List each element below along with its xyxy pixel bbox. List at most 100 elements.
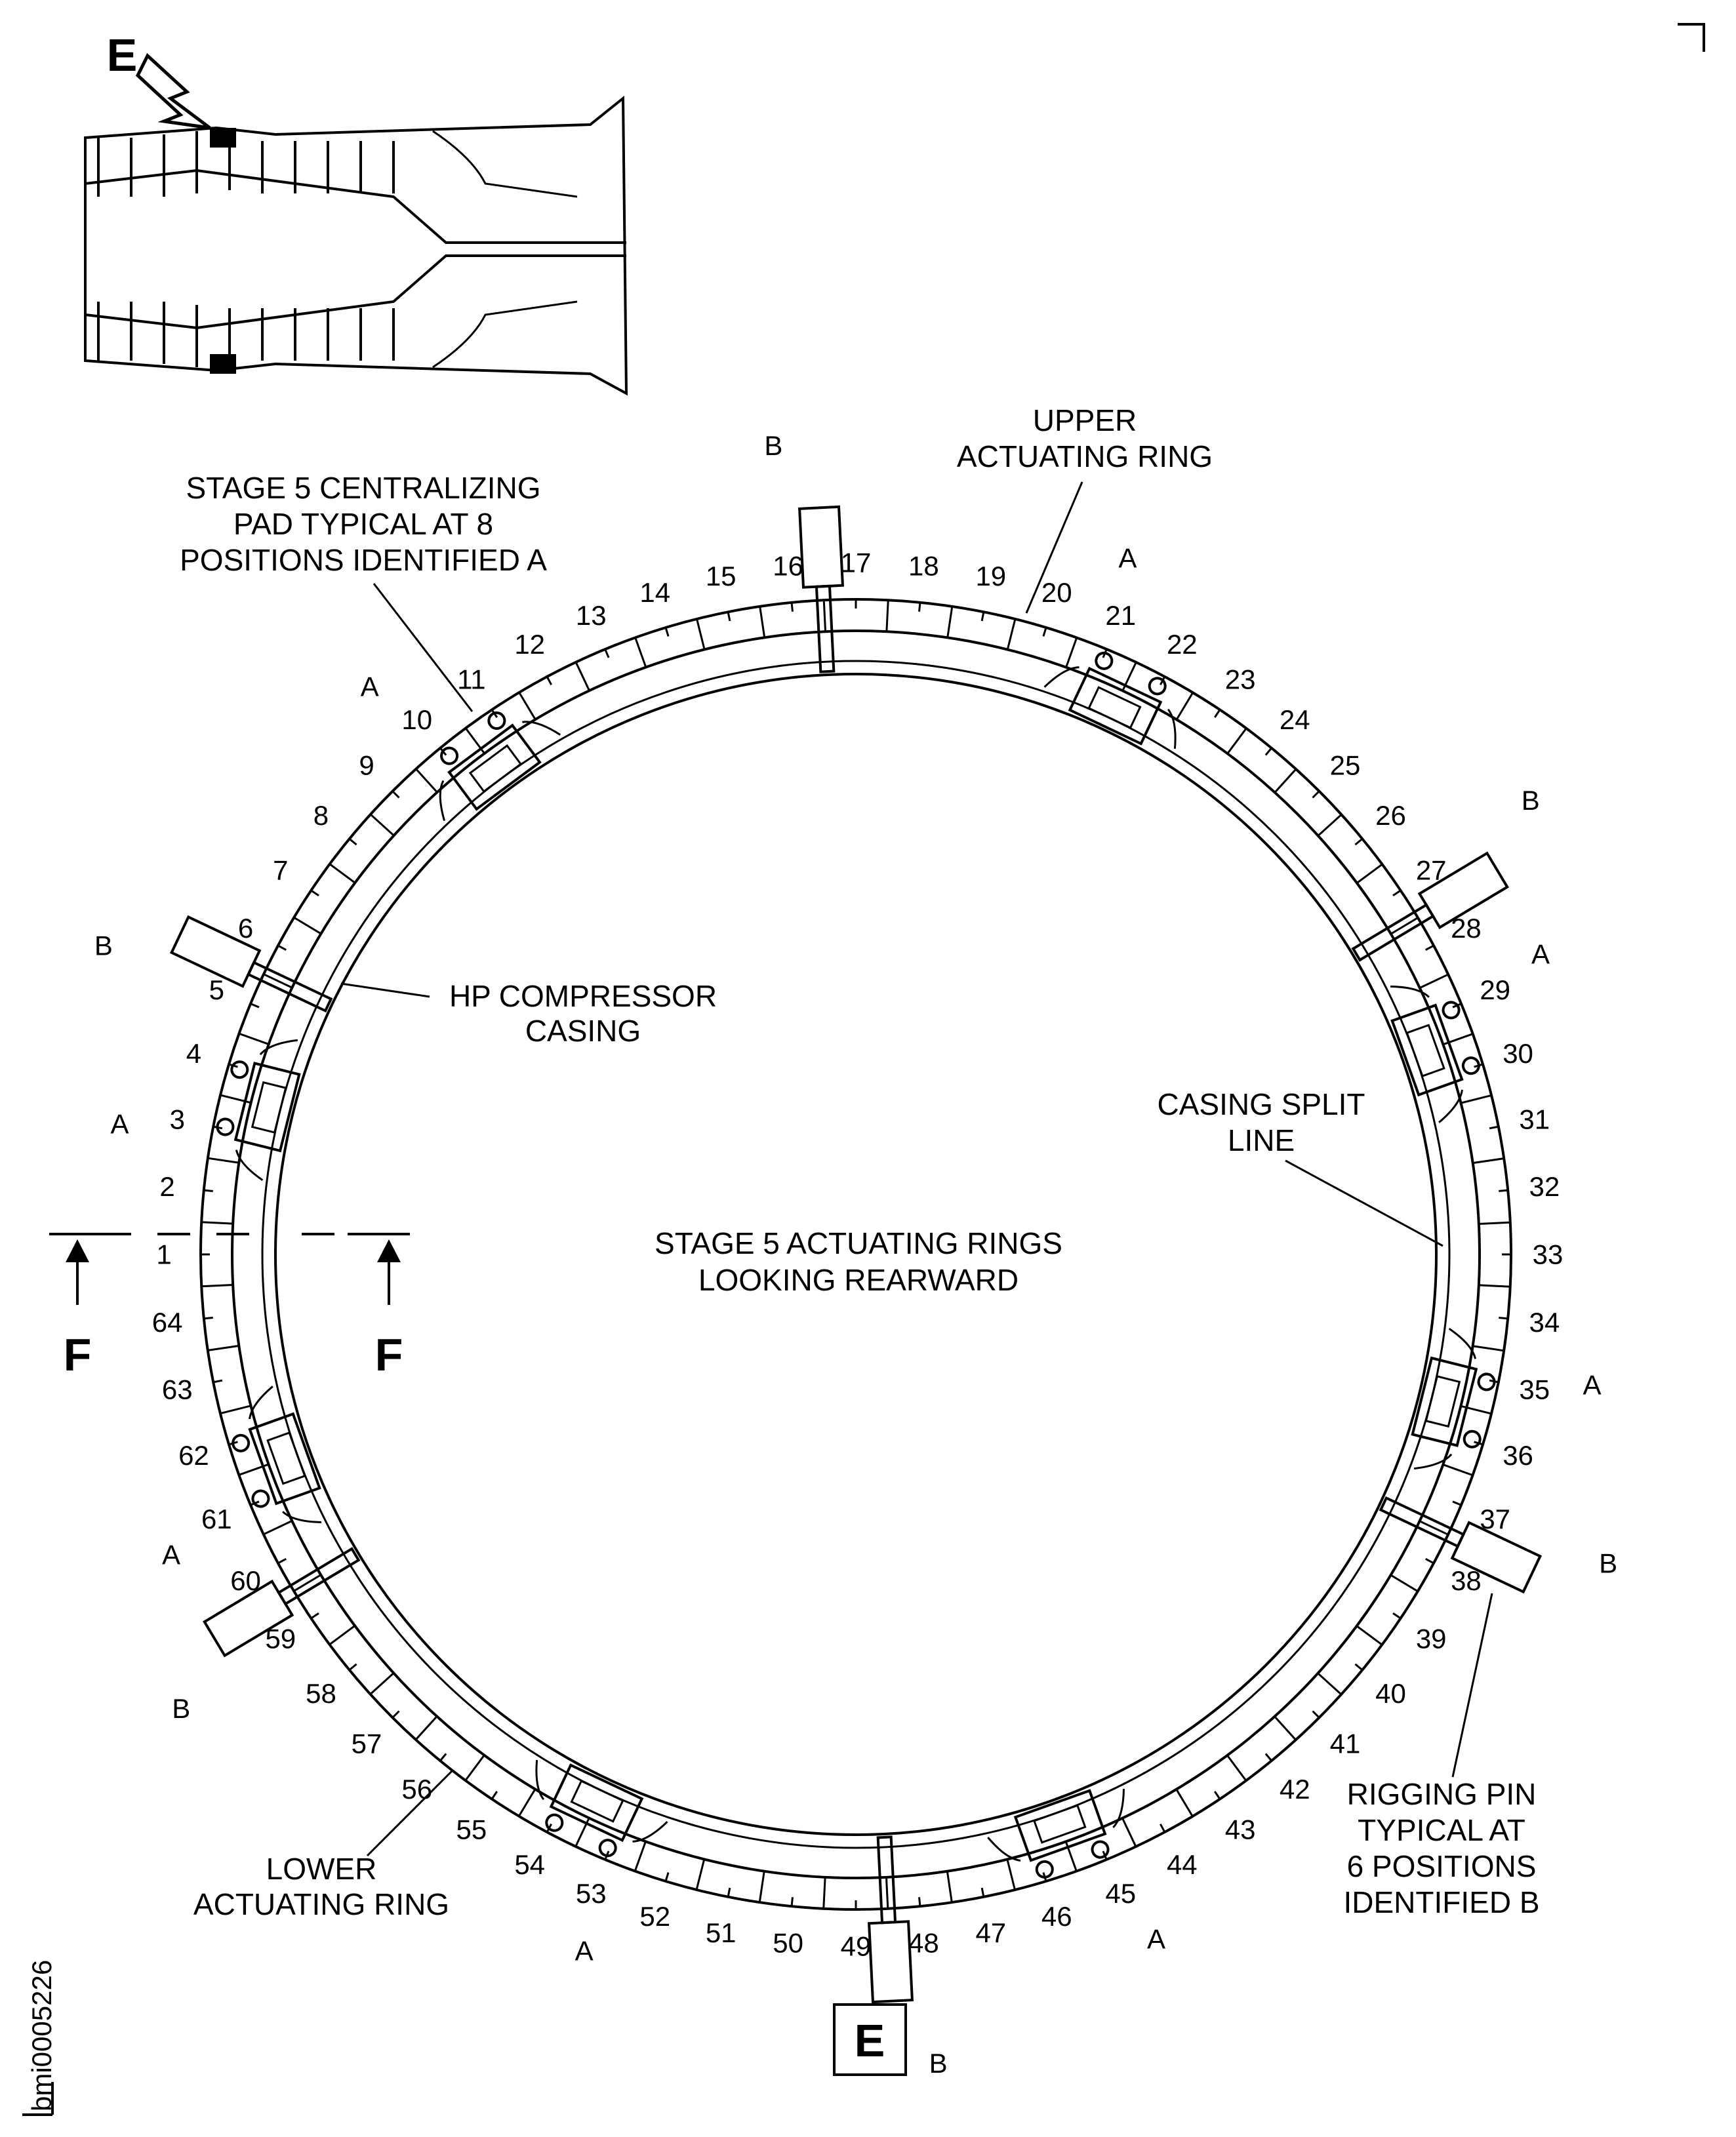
position-tick <box>392 1710 400 1719</box>
section-label-right: F <box>375 1329 403 1380</box>
pad-insert <box>570 1780 624 1823</box>
bolt-icon <box>1477 1372 1496 1391</box>
bolt-icon <box>230 1060 249 1079</box>
position-tick <box>727 1887 731 1898</box>
position-tick <box>1489 1125 1499 1130</box>
segment-divider <box>414 1715 438 1741</box>
bolt-icon <box>1463 1429 1482 1448</box>
callout-text: CASING <box>525 1014 641 1048</box>
position-tick <box>212 1379 223 1384</box>
position-tick <box>980 1887 985 1898</box>
position-number: 59 <box>265 1624 296 1654</box>
segment-divider <box>1274 1715 1297 1741</box>
position-tick <box>203 1189 213 1192</box>
position-number: 55 <box>456 1814 487 1845</box>
position-tick <box>980 611 985 622</box>
centralizing-pad <box>535 1759 668 1858</box>
position-number: 23 <box>1225 664 1256 694</box>
segment-divider <box>201 1283 233 1288</box>
position-number: 52 <box>639 1901 670 1932</box>
position-number: 39 <box>1416 1624 1447 1654</box>
callout-text: LINE <box>1228 1123 1295 1157</box>
callout-text: HP COMPRESSOR <box>449 979 717 1013</box>
position-tick <box>203 1317 213 1320</box>
segment-divider <box>1065 637 1078 668</box>
position-number: 14 <box>639 577 670 608</box>
position-number: 1 <box>156 1239 171 1270</box>
position-number: 31 <box>1519 1104 1550 1135</box>
position-number: 7 <box>273 854 288 885</box>
segment-divider <box>369 813 395 837</box>
segment-divider <box>517 1788 536 1817</box>
position-number: 62 <box>178 1440 209 1471</box>
position-number: 26 <box>1375 800 1406 831</box>
position-tick <box>664 1872 670 1882</box>
segment-divider <box>207 1157 239 1164</box>
segment-divider <box>1478 1221 1510 1226</box>
position-tick <box>1264 747 1272 756</box>
position-number: 20 <box>1041 577 1072 608</box>
pin-handle <box>203 1579 294 1658</box>
pad-insert <box>1424 1375 1461 1428</box>
position-number: 51 <box>706 1917 737 1948</box>
corner-mark <box>1678 23 1705 52</box>
position-tick <box>1213 1791 1221 1800</box>
pad-body <box>233 1062 301 1153</box>
position-tick <box>604 649 610 658</box>
position-number: 33 <box>1533 1239 1564 1270</box>
position-number: 60 <box>230 1565 261 1596</box>
view-e-arrow-icon <box>135 52 211 130</box>
bolt-icon <box>251 1489 270 1508</box>
pad-body <box>549 1763 644 1843</box>
position-number: 2 <box>159 1171 174 1202</box>
segment-divider <box>415 768 438 793</box>
position-tick <box>727 611 731 622</box>
segment-divider <box>1356 1625 1383 1646</box>
position-number: 24 <box>1280 704 1310 735</box>
position-tick <box>1312 790 1320 799</box>
callout-rigging-pin: RIGGING PIN TYPICAL AT 6 POSITIONS IDENT… <box>1343 1593 1540 1919</box>
pad-label: A <box>1118 542 1137 573</box>
callout-text: TYPICAL AT <box>1358 1813 1525 1847</box>
segment-divider <box>1006 618 1017 650</box>
position-number: 48 <box>908 1927 939 1958</box>
callout-hp-casing: HP COMPRESSOR CASING <box>340 979 717 1048</box>
position-tick <box>1213 709 1221 718</box>
position-tick <box>310 889 319 897</box>
segment-divider <box>1317 1672 1342 1696</box>
position-tick <box>1354 838 1363 846</box>
pad-bracket <box>1390 986 1463 1123</box>
position-number: 63 <box>162 1374 193 1405</box>
position-number: 46 <box>1041 1901 1072 1932</box>
position-number: 61 <box>201 1504 232 1534</box>
title-line: LOOKING REARWARD <box>698 1263 1019 1297</box>
section-line-f: F F <box>49 1233 410 1380</box>
pad-body <box>1013 1789 1107 1862</box>
section-label-left: F <box>64 1329 92 1380</box>
position-number: 64 <box>152 1307 183 1338</box>
position-number: 36 <box>1503 1440 1533 1471</box>
segment-divider <box>293 1574 321 1592</box>
bolt-icon <box>487 711 506 730</box>
position-number: 28 <box>1451 913 1482 944</box>
position-tick <box>1499 1317 1508 1320</box>
pad-insert <box>251 1081 287 1134</box>
callout-text: STAGE 5 CENTRALIZING <box>186 471 540 505</box>
position-tick <box>439 1753 447 1762</box>
actuating-ring-inner-edge <box>231 629 1481 1879</box>
segment-divider <box>220 1405 251 1414</box>
position-number: 5 <box>209 974 224 1005</box>
segment-divider <box>263 1520 293 1536</box>
segment-divider <box>207 1344 239 1351</box>
pad-insert <box>1405 1024 1445 1077</box>
engine-cross-section-inset: E <box>84 30 628 396</box>
segment-divider <box>758 1871 765 1903</box>
pad-label: A <box>162 1539 180 1570</box>
segment-divider <box>946 1871 953 1903</box>
segment-divider <box>695 1859 706 1890</box>
position-tick <box>1499 1189 1508 1192</box>
position-number: 6 <box>238 913 253 944</box>
